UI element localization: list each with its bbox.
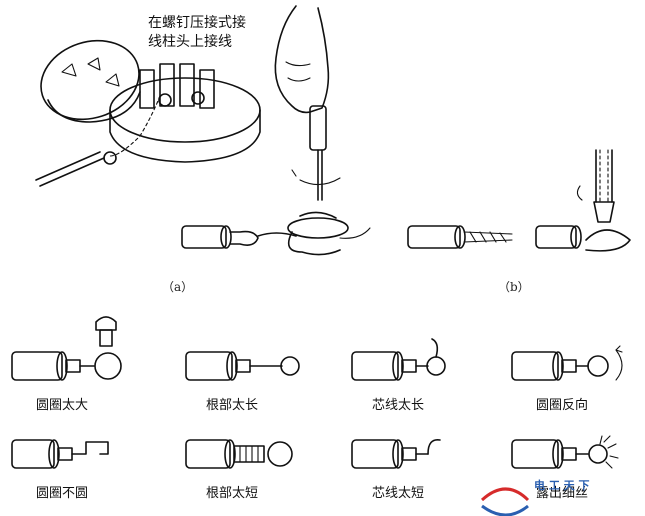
case-5-label: 圆圈不圆 [36, 486, 89, 501]
case-2-label: 根部太长 [206, 398, 259, 413]
case-4-drawing [511, 345, 623, 381]
panel-a-label: （a） [162, 280, 194, 294]
watermark-text: 电 工 天 下 [534, 479, 590, 492]
case-6-label: 根部太短 [206, 486, 259, 501]
case-diagrams [11, 316, 623, 469]
case-8-label: 露出细丝 [536, 486, 589, 501]
case-4-label: 圆圈反向 [536, 398, 589, 413]
hand-screwdriver-illustration [181, 5, 371, 256]
case-8-drawing [511, 435, 619, 469]
case-3-drawing [351, 338, 446, 381]
case-6-drawing [185, 439, 293, 469]
instruction-note: 在螺钉压接式接 线柱头上接线 [148, 14, 246, 52]
note-line-1: 在螺钉压接式接 [148, 15, 246, 31]
note-line-2: 线柱头上接线 [148, 34, 232, 50]
watermark-logo [480, 487, 530, 516]
case-3-label: 芯线太长 [372, 398, 425, 413]
case-1-label: 圆圈太大 [36, 398, 89, 413]
socket-illustration [35, 39, 261, 187]
case-7-label: 芯线太短 [372, 486, 425, 501]
case-5-drawing [11, 439, 109, 469]
panel-b-illustration [407, 149, 631, 252]
case-1-drawing [11, 316, 122, 381]
case-2-drawing [185, 351, 300, 381]
case-7-drawing [351, 438, 441, 469]
panel-b-label: （b） [498, 280, 530, 294]
